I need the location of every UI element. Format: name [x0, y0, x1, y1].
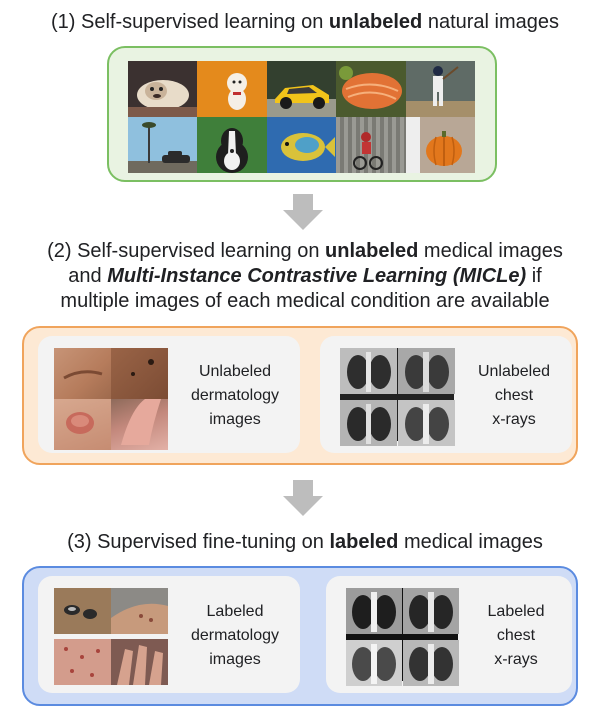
xray-photo — [403, 588, 459, 639]
natural-images-grid — [128, 61, 475, 173]
xray-photo — [340, 400, 397, 451]
down-arrow-icon — [283, 194, 323, 230]
unlabeled-xray-images — [340, 348, 455, 446]
bulldog-photo — [128, 61, 198, 117]
unlabeled-derm-images — [54, 348, 168, 450]
step2-heading: (2) Self-supervised learning on unlabele… — [0, 239, 610, 314]
unlabeled-xray-label: Unlabeled chest x-rays — [464, 360, 564, 432]
xray-label-line: x-rays — [492, 411, 536, 428]
derm-label-line: Labeled — [206, 603, 264, 620]
step3-heading-suffix: medical images — [398, 531, 543, 553]
poodle-photo — [197, 61, 267, 117]
step3-heading-prefix: (3) Supervised fine-tuning on — [67, 531, 330, 553]
derm-photo — [54, 639, 111, 690]
step1-heading-bold: unlabeled — [328, 11, 423, 33]
derm-photo — [111, 639, 168, 690]
unlabeled-xray-card: Unlabeled chest x-rays — [320, 336, 572, 453]
xray-photo — [398, 400, 455, 451]
xray-label-line: x-rays — [494, 651, 538, 668]
crowd-cyclist-photo — [336, 117, 406, 173]
labeled-derm-label: Labeled dermatology images — [180, 600, 290, 672]
xray-photo — [398, 348, 455, 399]
step2-heading-line1-prefix: (2) Self-supervised learning on — [47, 240, 326, 262]
derm-label-line: dermatology — [190, 627, 280, 644]
derm-label-line: dermatology — [190, 387, 280, 404]
fish-photo — [266, 117, 337, 173]
xray-photo — [403, 640, 459, 691]
xray-photo — [346, 588, 402, 639]
step1-heading: (1) Self-supervised learning on unlabele… — [0, 10, 610, 35]
xray-photo — [346, 640, 402, 691]
border-collie-photo — [197, 117, 267, 173]
xray-label-line: Unlabeled — [477, 363, 551, 380]
derm-label-line: images — [209, 651, 261, 668]
derm-photo — [111, 348, 168, 399]
labeled-derm-images — [54, 588, 168, 685]
derm-photo — [54, 348, 111, 399]
derm-label-line: images — [209, 411, 261, 428]
step2-heading-line3: multiple images of each medical conditio… — [60, 290, 550, 312]
unlabeled-derm-card: Unlabeled dermatology images — [38, 336, 300, 453]
labeled-derm-card: Labeled dermatology images — [38, 576, 300, 693]
xray-label-line: chest — [494, 387, 534, 404]
derm-photo — [111, 399, 168, 450]
baseball-player-photo — [405, 61, 475, 117]
unlabeled-derm-label: Unlabeled dermatology images — [180, 360, 290, 432]
step1-heading-prefix: (1) Self-supervised learning on — [50, 11, 329, 33]
salmon-food-photo — [336, 61, 406, 117]
step2-heading-line1-bold: unlabeled — [325, 240, 419, 262]
xray-photo — [340, 348, 397, 399]
orange-pumpkin-photo — [405, 117, 475, 173]
step2-heading-micle: Multi-Instance Contrastive Learning (MIC… — [107, 265, 527, 287]
xray-label-line: Labeled — [487, 603, 545, 620]
derm-photo — [111, 588, 168, 639]
step2-heading-line2-suffix: if — [526, 265, 542, 287]
step1-heading-suffix: natural images — [422, 11, 560, 33]
yellow-car-photo — [266, 61, 337, 117]
step3-heading: (3) Supervised fine-tuning on labeled me… — [0, 530, 610, 555]
step2-heading-line2-prefix: and — [68, 265, 108, 287]
labeled-xray-images — [346, 588, 459, 686]
labeled-xray-label: Labeled chest x-rays — [466, 600, 566, 672]
down-arrow-icon — [283, 480, 323, 516]
derm-photo — [54, 399, 111, 450]
derm-photo — [54, 588, 111, 639]
derm-label-line: Unlabeled — [198, 363, 272, 380]
labeled-xray-card: Labeled chest x-rays — [326, 576, 572, 693]
step3-heading-bold: labeled — [329, 531, 399, 553]
tree-car-photo — [128, 117, 198, 173]
step2-heading-line1-suffix: medical images — [418, 240, 563, 262]
xray-label-line: chest — [496, 627, 536, 644]
